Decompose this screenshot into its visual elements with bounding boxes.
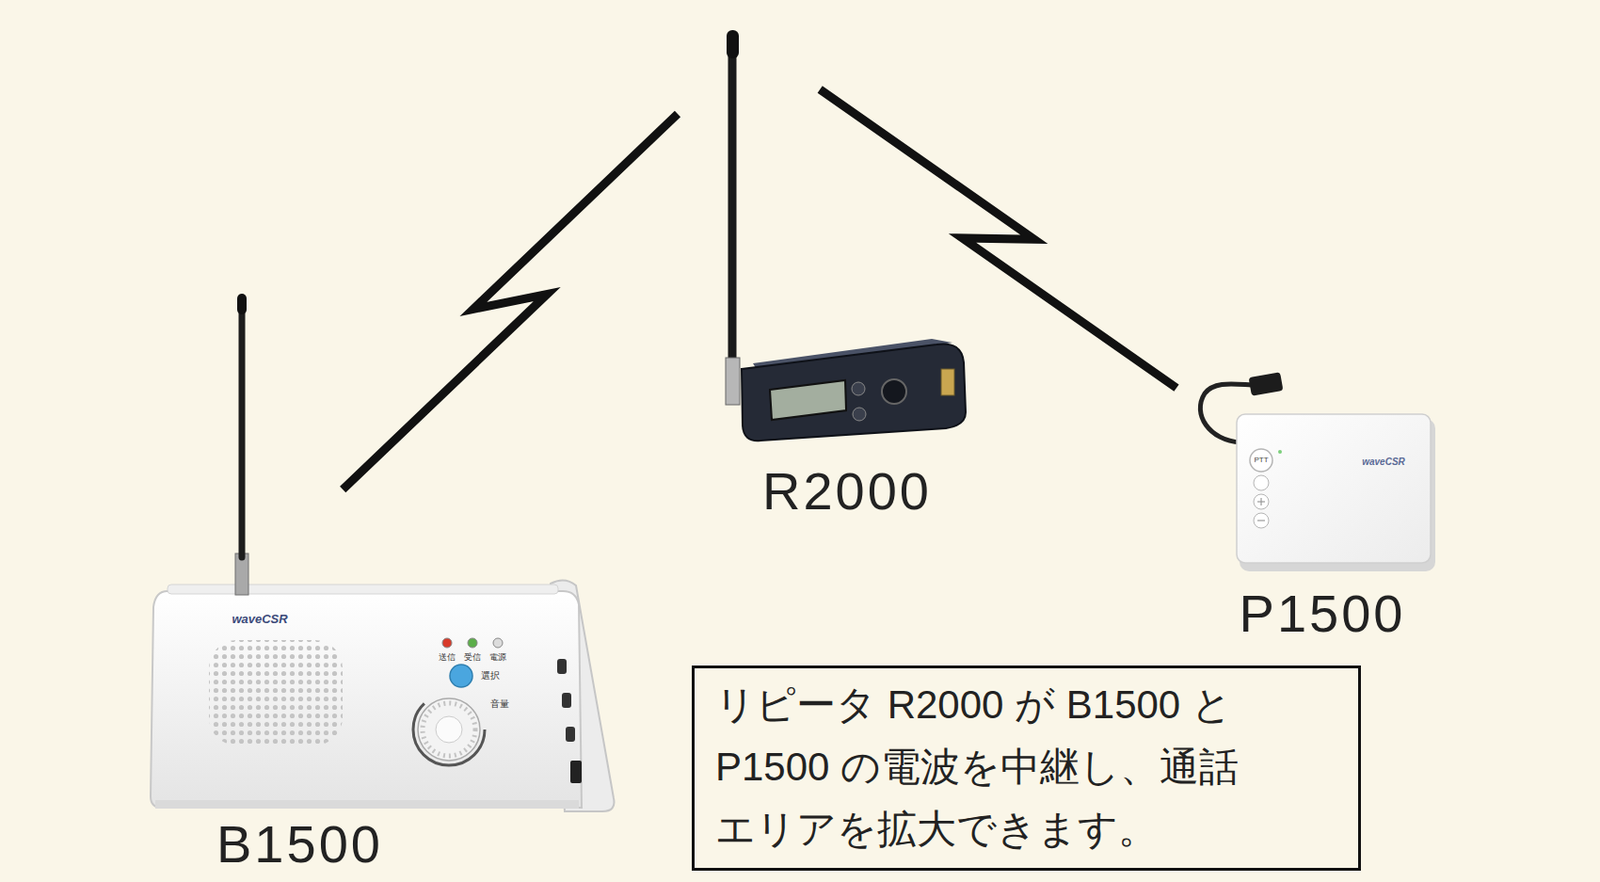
unit-face xyxy=(1236,414,1431,563)
speaker-grille xyxy=(208,640,343,746)
ptt-button xyxy=(1249,448,1273,472)
lamp-label: 送信 xyxy=(438,653,456,662)
lcd-display xyxy=(769,380,847,420)
antenna-tip xyxy=(726,30,739,59)
led-lamp xyxy=(442,638,452,648)
device-label-box: P1500 xyxy=(1176,371,1469,640)
housing-base xyxy=(155,800,579,809)
lamp-label: 電源 xyxy=(489,653,507,662)
antenna-rod xyxy=(239,303,246,558)
brand-logo: waveCSR xyxy=(231,612,288,625)
repeater-body xyxy=(741,343,966,441)
radio-link-bolt xyxy=(342,113,678,490)
dial-scale xyxy=(413,693,485,766)
repeater-illustration xyxy=(725,30,966,441)
housing-front xyxy=(150,591,582,808)
base-station-illustration xyxy=(150,293,615,812)
plus-symbol xyxy=(1260,497,1262,506)
device-name: P1500 xyxy=(1239,587,1407,640)
select-button xyxy=(449,664,473,688)
led-lamp xyxy=(493,638,503,648)
portable-unit-illustration xyxy=(1200,371,1436,572)
device-name: R2000 xyxy=(762,464,932,518)
dial-label: 音量 xyxy=(490,699,510,709)
device-label-box: B1500 xyxy=(141,489,622,871)
housing-top xyxy=(167,584,559,594)
antenna-connector xyxy=(725,357,740,405)
button-label: PTT xyxy=(1253,456,1268,464)
side-jack xyxy=(561,692,572,708)
brand-logo: waveCSR xyxy=(1361,457,1406,467)
repeater-knob xyxy=(881,379,907,404)
note-box: リピータ R2000 が B1500 と P1500 の電波を中継し、通話 エリ… xyxy=(691,665,1361,871)
dial-cap xyxy=(435,716,463,743)
device-label-box: R2000 xyxy=(677,89,1017,518)
lamp-label: 受信 xyxy=(464,653,481,662)
unit-button xyxy=(1253,475,1269,491)
volume-dial xyxy=(417,698,480,761)
cable-plug xyxy=(1248,371,1284,397)
dial-ridges xyxy=(422,703,476,756)
device-name: B1500 xyxy=(216,817,384,871)
side-jack xyxy=(570,760,582,784)
button-label: 選択 xyxy=(480,671,500,681)
repeater-button xyxy=(852,407,866,421)
unit-button xyxy=(1253,494,1269,510)
side-jack xyxy=(557,658,567,674)
repeater-connector xyxy=(941,368,955,396)
radio-link-bolt xyxy=(819,89,1177,388)
antenna-tip xyxy=(237,293,247,315)
led-lamp xyxy=(467,638,478,648)
note-text: リピータ R2000 が B1500 と P1500 の電波を中継し、通話 エリ… xyxy=(715,673,1338,861)
status-led xyxy=(1278,449,1282,454)
repeater-button xyxy=(851,382,865,396)
side-jack xyxy=(565,726,576,742)
minus-symbol xyxy=(1257,519,1265,521)
antenna-rod xyxy=(728,47,737,377)
unit-button xyxy=(1253,512,1269,528)
